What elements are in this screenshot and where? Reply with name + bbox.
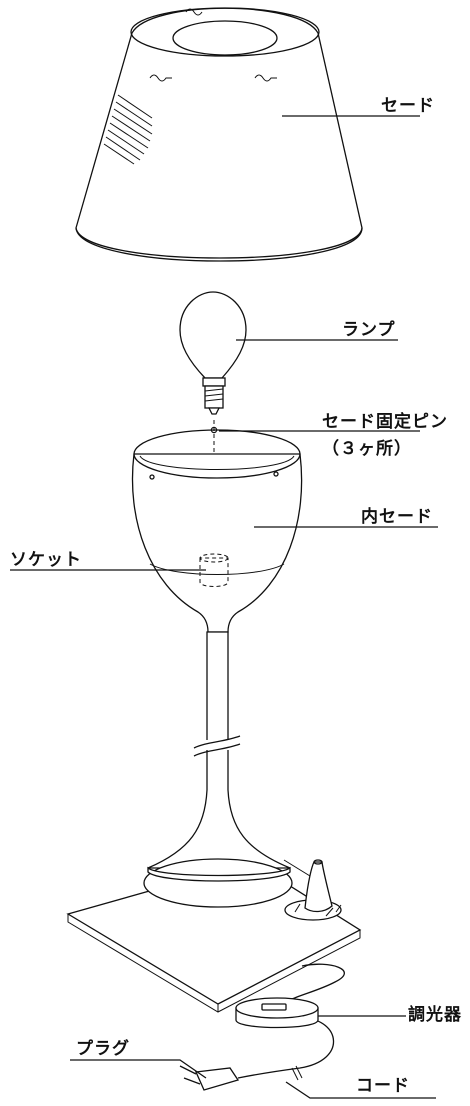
dimmer-label: 調光器: [408, 1005, 462, 1025]
cord-holder-leader: [283, 859, 311, 877]
socket-drawing: [199, 553, 229, 587]
base-plate-drawing: [66, 858, 362, 1013]
shade-label: セード: [381, 96, 435, 116]
socket-label: ソケット: [10, 550, 82, 570]
shade-hatching: [103, 94, 153, 165]
cord-leader-line: [285, 1081, 436, 1099]
cord-label: コード: [356, 1076, 410, 1096]
shade-pin-label: セード固定ピン: [322, 412, 448, 432]
stem-drawing: [147, 631, 291, 869]
lamp-bulb-drawing: [179, 291, 247, 415]
plug-label: プラグ: [76, 1039, 130, 1059]
cord-holder-drawing: [284, 859, 342, 921]
plug-leader-line: [70, 1059, 207, 1079]
lamp-label: ランプ: [342, 320, 396, 340]
shade-pin-count-label: （３ヶ所）: [322, 439, 412, 459]
dimmer-drawing: [235, 997, 319, 1029]
plug-drawing: [179, 1065, 240, 1091]
inner-shade-drawing: [131, 426, 303, 633]
shade-drawing: [75, 7, 363, 262]
inner-shade-label: 内セード: [361, 507, 433, 527]
